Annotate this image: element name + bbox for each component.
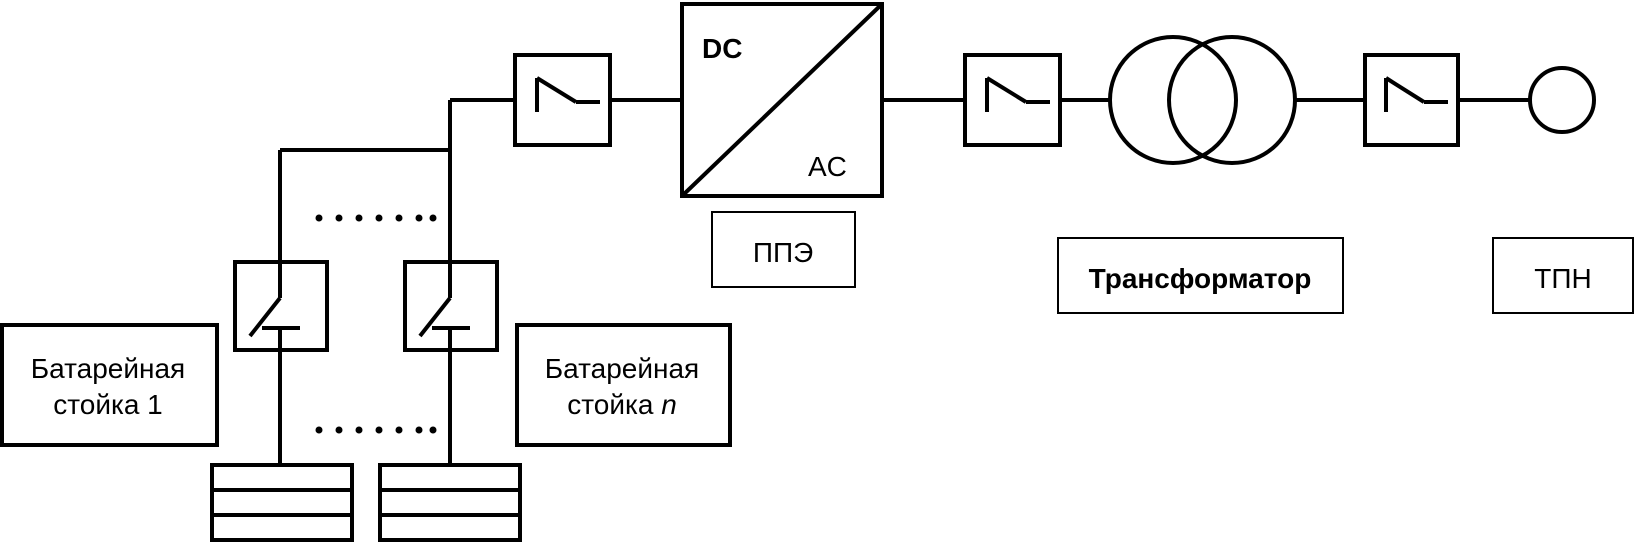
transformer-symbol (1108, 35, 1297, 165)
switch-rack-n (403, 260, 499, 352)
switch-dc-bus (513, 53, 612, 147)
ppe-label: ППЭ (753, 237, 813, 268)
battery-stack-1 (210, 463, 354, 542)
battery-rack-n-box: Батарейная стойка n (515, 323, 732, 447)
switch-rack-1 (233, 260, 329, 352)
battery-rack-1-box: Батарейная стойка 1 (0, 323, 219, 447)
battery-stack-n (378, 463, 522, 542)
rack-1-line-1: Батарейная (31, 353, 185, 384)
rack-n-line-2: стойка n (567, 389, 677, 420)
switch-ac-side (963, 53, 1062, 147)
grid-connection-terminal (1528, 66, 1596, 134)
rack-n-line-2-text: стойка (567, 389, 661, 420)
ppe-label-box: ППЭ (711, 211, 856, 288)
tpn-label: ТПН (1534, 263, 1591, 294)
transformer-label-box: Трансформатор (1057, 237, 1344, 314)
rack-n-italic: n (661, 389, 677, 420)
ellipsis-dots-top (315, 214, 437, 222)
rack-1-line-2: стойка 1 (53, 389, 163, 420)
ellipsis-dots-bottom (315, 426, 437, 434)
switch-grid-side (1363, 53, 1460, 147)
dc-label: DC (702, 33, 742, 64)
ac-label: AC (808, 151, 847, 182)
tpn-label-box: ТПН (1492, 237, 1634, 314)
dc-ac-converter: DC AC (680, 2, 884, 198)
transformer-label: Трансформатор (1089, 263, 1312, 294)
rack-n-line-1: Батарейная (545, 353, 699, 384)
